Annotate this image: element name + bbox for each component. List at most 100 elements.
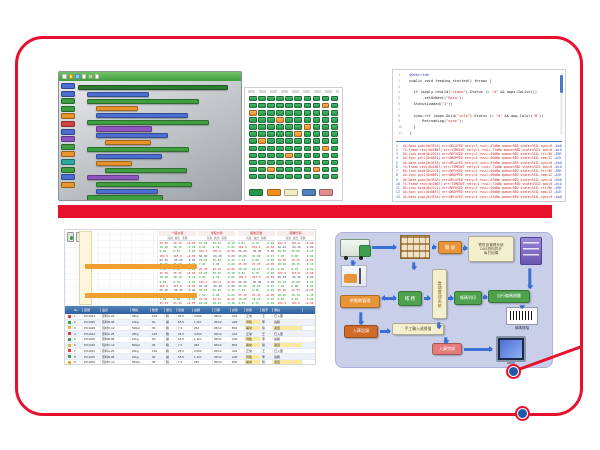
seat-button[interactable] [321, 96, 330, 102]
seat-button[interactable] [321, 103, 330, 109]
toolbar-chip-icon[interactable] [81, 74, 86, 79]
seat-button[interactable] [267, 110, 275, 116]
seat-button[interactable] [312, 166, 321, 173]
seat-button[interactable] [276, 124, 284, 130]
seat-button[interactable] [294, 159, 303, 166]
seat-button[interactable] [330, 96, 339, 102]
code-block[interactable] [96, 105, 138, 111]
seat-button[interactable] [285, 96, 293, 102]
seat-button[interactable] [312, 152, 321, 159]
seat-button[interactable] [321, 131, 330, 137]
seat-button[interactable] [276, 152, 284, 159]
seat-button[interactable] [303, 145, 312, 151]
seat-button[interactable] [330, 152, 339, 159]
toolbar-chip-icon[interactable] [62, 74, 67, 79]
code-block[interactable] [105, 140, 151, 146]
seat-button[interactable] [267, 173, 275, 180]
seat-button[interactable] [267, 117, 275, 123]
palette-block[interactable] [61, 113, 75, 120]
seat-button[interactable] [312, 110, 321, 116]
seat-button[interactable] [249, 166, 257, 173]
seat-button[interactable] [249, 131, 257, 137]
seat-button[interactable] [258, 96, 266, 102]
seat-button[interactable] [321, 124, 330, 130]
code-block[interactable] [96, 160, 132, 167]
toolbar-chip-icon[interactable] [68, 74, 73, 79]
seat-button[interactable] [294, 145, 303, 151]
seat-button[interactable] [312, 138, 321, 144]
seat-button[interactable] [294, 166, 303, 173]
seat-button[interactable] [258, 131, 266, 137]
seat-button[interactable] [312, 159, 321, 166]
seat-button[interactable] [303, 166, 312, 173]
palette-block[interactable] [61, 105, 75, 112]
block-canvas[interactable] [78, 83, 239, 200]
seat-button[interactable] [294, 131, 303, 137]
seat-button[interactable] [258, 103, 266, 109]
seat-button[interactable] [321, 110, 330, 116]
seat-button[interactable] [294, 110, 303, 116]
code-block[interactable] [96, 181, 192, 187]
seat-button[interactable] [249, 96, 257, 102]
seat-button[interactable] [276, 110, 284, 116]
seat-button[interactable] [249, 103, 257, 109]
seat-button[interactable] [330, 110, 339, 116]
seat-button[interactable] [249, 159, 257, 166]
seat-button[interactable] [267, 166, 275, 173]
seat-button[interactable] [258, 145, 266, 151]
seat-button[interactable] [276, 103, 284, 109]
palette-block[interactable] [61, 120, 75, 127]
seat-button[interactable] [321, 145, 330, 151]
seat-button[interactable] [312, 173, 321, 180]
seat-button[interactable] [294, 103, 303, 109]
seat-button[interactable] [321, 166, 330, 173]
seat-button[interactable] [285, 124, 293, 130]
seat-button[interactable] [330, 159, 339, 166]
seat-button[interactable] [312, 131, 321, 137]
seat-button[interactable] [285, 159, 293, 166]
palette-block[interactable] [61, 90, 75, 97]
palette-block[interactable] [61, 136, 75, 143]
seat-button[interactable] [321, 138, 330, 144]
seat-button[interactable] [276, 145, 284, 151]
seat-button[interactable] [294, 96, 303, 102]
seat-button[interactable] [276, 173, 284, 180]
seat-button[interactable] [276, 117, 284, 123]
seat-button[interactable] [258, 152, 266, 159]
seat-button[interactable] [312, 103, 321, 109]
seat-button[interactable] [258, 159, 266, 166]
seat-button[interactable] [285, 110, 293, 116]
code-block[interactable] [105, 167, 187, 173]
seat-button[interactable] [303, 131, 312, 137]
code-block[interactable] [78, 85, 228, 91]
seat-button[interactable] [276, 138, 284, 144]
seat-button[interactable] [249, 110, 257, 116]
seat-button[interactable] [303, 138, 312, 144]
palette-block[interactable] [61, 181, 75, 188]
seat-button[interactable] [276, 96, 284, 102]
seat-button[interactable] [276, 131, 284, 137]
code-block[interactable] [87, 119, 209, 125]
seat-button[interactable] [249, 145, 257, 151]
seat-button[interactable] [249, 138, 257, 144]
seat-button[interactable] [294, 173, 303, 180]
seat-button[interactable] [312, 117, 321, 123]
code-block[interactable] [96, 133, 168, 139]
seat-button[interactable] [276, 159, 284, 166]
seat-button[interactable] [249, 152, 257, 159]
toolbar-chip-icon[interactable] [75, 74, 80, 79]
seat-button[interactable] [249, 173, 257, 180]
code-block[interactable] [87, 98, 199, 104]
seat-button[interactable] [294, 152, 303, 159]
code-block[interactable] [87, 174, 139, 180]
code-block[interactable] [87, 91, 149, 98]
seat-button[interactable] [303, 159, 312, 166]
seat-button[interactable] [303, 110, 312, 116]
palette-block[interactable] [61, 143, 75, 150]
